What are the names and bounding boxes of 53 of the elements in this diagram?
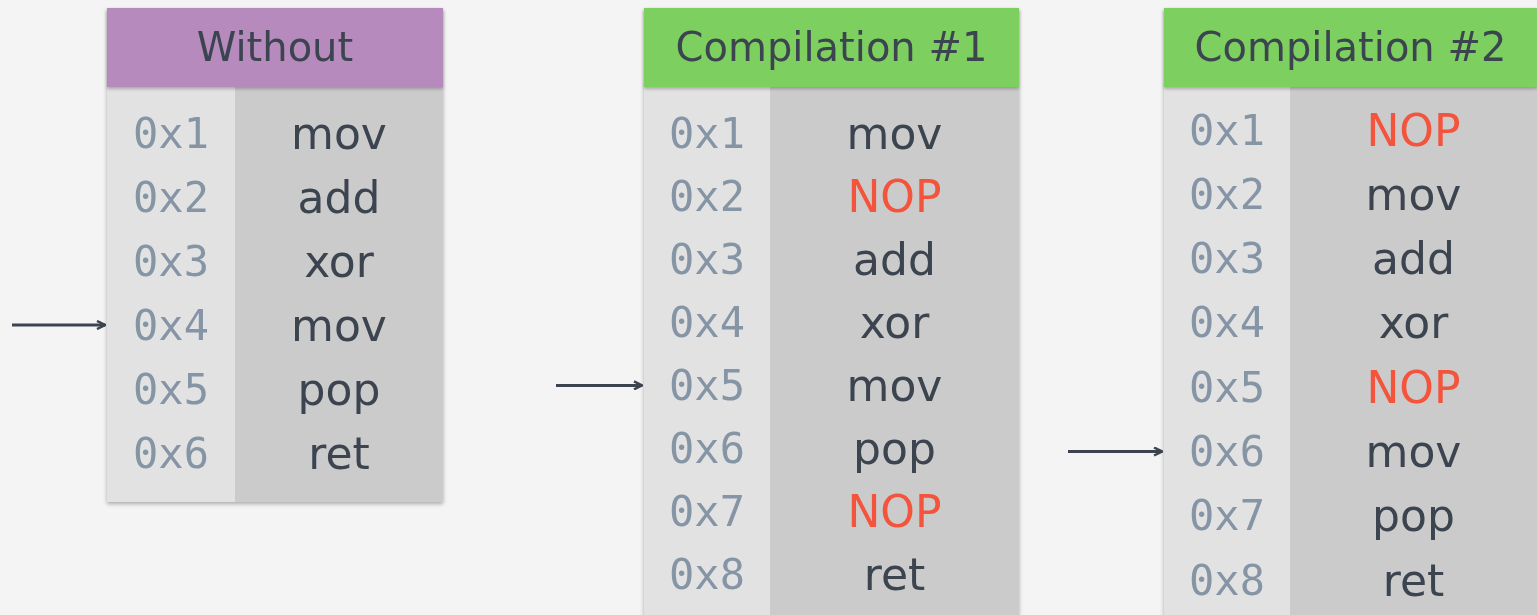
address-text: 0x2 — [132, 172, 210, 222]
instruction-text: NOP — [1365, 104, 1462, 156]
address-text: 0x2 — [668, 171, 746, 221]
instruction-text: pop — [852, 423, 937, 474]
arrow — [1068, 446, 1164, 457]
address-text: 0x7 — [1188, 491, 1266, 541]
instruction-text: pop — [1371, 490, 1456, 542]
address-text: 0x6 — [132, 428, 210, 478]
table-header: Compilation #1 — [644, 8, 1019, 87]
instruction-text: ret — [862, 549, 927, 601]
instruction-text: mov — [290, 107, 388, 159]
instruction-text: mov — [1364, 168, 1463, 220]
address-text: 0x1 — [1188, 105, 1266, 155]
instruction-text: mov — [845, 107, 944, 159]
instruction-text: mov — [290, 299, 388, 351]
instruction-text: add — [852, 233, 937, 285]
address-text: 0x5 — [668, 360, 746, 410]
instruction-table — [107, 8, 443, 502]
instruction-text: mov — [845, 359, 944, 411]
address-text: 0x4 — [1188, 298, 1266, 348]
instruction-text: xor — [1377, 297, 1450, 349]
address-text: 0x5 — [1188, 362, 1266, 412]
instruction-text: NOP — [1365, 361, 1462, 413]
instruction-text: add — [296, 171, 382, 223]
address-text: 0x8 — [1188, 555, 1266, 605]
instruction-text: NOP — [846, 486, 943, 538]
address-text: 0x2 — [1188, 169, 1266, 219]
arrow — [12, 319, 107, 331]
arrow — [556, 380, 644, 391]
instruction-text: NOP — [846, 170, 943, 222]
instruction-table — [1164, 8, 1537, 615]
instruction-table — [644, 8, 1019, 615]
address-text: 0x6 — [1188, 427, 1266, 476]
address-text: 0x7 — [668, 487, 746, 537]
instruction-text: xor — [303, 235, 375, 287]
address-text: 0x4 — [132, 300, 210, 350]
instruction-text: ret — [307, 427, 371, 479]
instruction-text: pop — [296, 363, 382, 415]
instruction-text: mov — [1364, 426, 1463, 477]
address-text: 0x8 — [668, 550, 746, 600]
instruction-text: xor — [858, 296, 931, 348]
table-header: Without — [107, 8, 443, 87]
instruction-text: ret — [1381, 554, 1446, 606]
address-text: 0x6 — [668, 424, 746, 473]
instruction-text: add — [1371, 233, 1456, 285]
address-text: 0x3 — [668, 234, 746, 284]
table-header: Compilation #2 — [1164, 8, 1537, 87]
address-text: 0x5 — [132, 364, 210, 414]
address-text: 0x4 — [668, 297, 746, 347]
address-text: 0x3 — [1188, 234, 1266, 284]
address-text: 0x1 — [668, 108, 746, 158]
address-text: 0x1 — [132, 108, 210, 158]
address-text: 0x3 — [132, 236, 210, 286]
